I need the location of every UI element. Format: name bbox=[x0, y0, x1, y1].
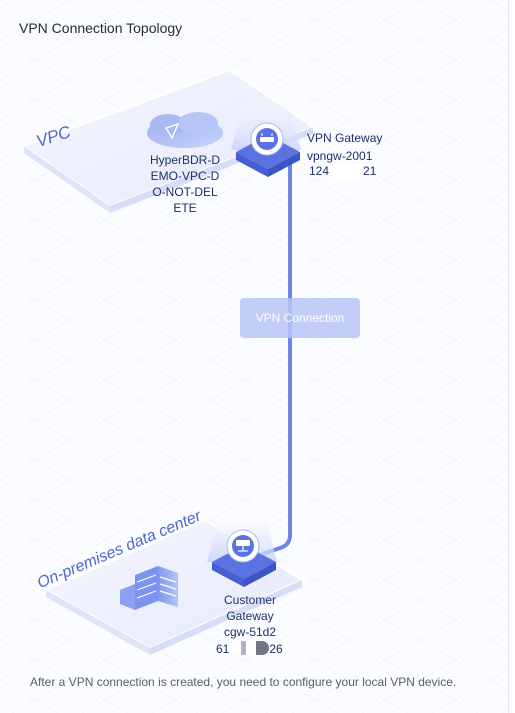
vpn-gateway-name[interactable]: vpngw-2001 bbox=[307, 149, 373, 163]
vpn-gateway-ip: 124 21 bbox=[309, 164, 376, 178]
customer-gateway-label[interactable]: Customer Gateway cgw-51d2 bbox=[200, 592, 300, 640]
panel-title: VPN Connection Topology bbox=[19, 20, 183, 36]
vpn-gateway-ip-start: 124 bbox=[309, 164, 330, 178]
customer-gateway-name[interactable]: cgw-51d2 bbox=[223, 625, 277, 639]
vpn-connection-button[interactable]: VPN Connection bbox=[240, 298, 360, 338]
customer-gateway-type: Customer bbox=[223, 593, 276, 607]
gateway-device-icon bbox=[226, 529, 260, 563]
vpn-connection-line bbox=[244, 162, 292, 562]
vpc-name-line: EMO-VPC-D bbox=[150, 169, 220, 183]
ip-mask bbox=[229, 641, 270, 655]
footer-note: After a VPN connection is created, you n… bbox=[30, 675, 457, 689]
router-icon bbox=[250, 122, 284, 156]
building-icon bbox=[120, 566, 178, 610]
customer-gateway-ip-end: 26 bbox=[269, 642, 283, 656]
vpc-name-line: ETE bbox=[173, 201, 197, 215]
vpc-name-line: O-NOT-DEL bbox=[152, 185, 218, 199]
cloud-icon bbox=[147, 112, 223, 148]
customer-gateway-ip: 61 26 bbox=[216, 641, 283, 656]
vpn-gateway-type: VPN Gateway bbox=[307, 131, 383, 145]
customer-gateway-ip-start: 61 bbox=[216, 642, 230, 656]
vpn-gateway-ip-end: 21 bbox=[363, 164, 377, 178]
customer-gateway-type: Gateway bbox=[226, 609, 274, 623]
ip-mask bbox=[329, 164, 364, 178]
customer-gateway-node[interactable] bbox=[207, 505, 277, 587]
vpc-name-line: HyperBDR-D bbox=[149, 153, 220, 167]
panel-scrollbar-edge bbox=[508, 0, 509, 713]
vpc-name: HyperBDR-D EMO-VPC-D O-NOT-DEL ETE bbox=[140, 152, 230, 216]
vpn-gateway-label[interactable]: VPN Gateway vpngw-2001 bbox=[307, 130, 382, 164]
vpn-gateway-node[interactable] bbox=[231, 95, 301, 177]
